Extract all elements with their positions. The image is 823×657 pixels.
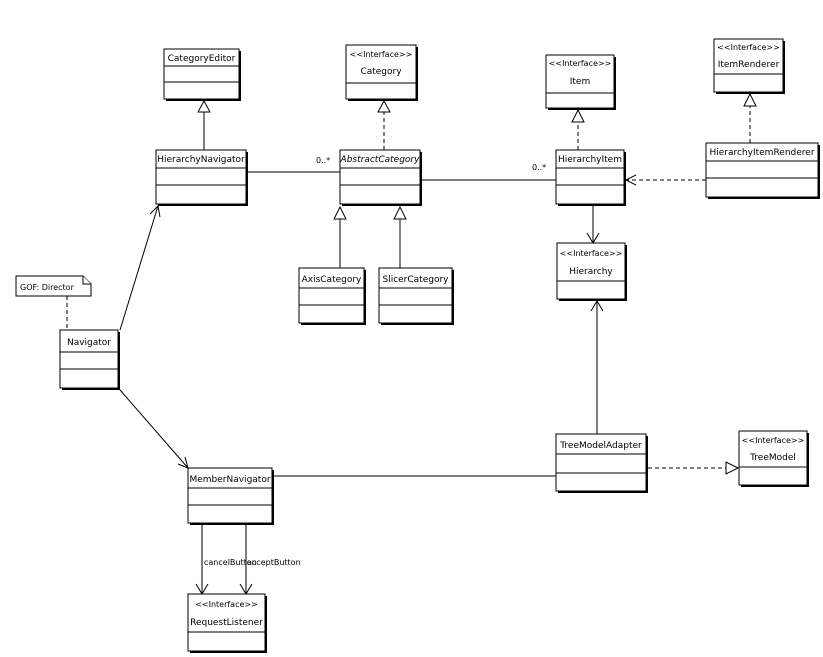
- class-name: SlicerCategory: [382, 275, 449, 285]
- class-name: MemberNavigator: [189, 475, 270, 485]
- edge-navigator-hierarchynavigator: [119, 205, 159, 331]
- realization-arrowhead: [571, 108, 585, 123]
- note-gof-director: GOF: Director: [15, 275, 92, 297]
- class-hierarchy-item-renderer[interactable]: HierarchyItemRenderer: [705, 142, 820, 199]
- class-hierarchy-navigator[interactable]: HierarchyNavigator: [155, 149, 248, 206]
- class-name: Hierarchy: [569, 267, 613, 277]
- interface-tree-model[interactable]: <<Interface>> TreeModel: [738, 430, 809, 487]
- interface-hierarchy[interactable]: <<Interface>> Hierarchy: [556, 242, 627, 301]
- stereotype: <<Interface>>: [560, 249, 623, 258]
- edges: [66, 92, 757, 595]
- class-name: Navigator: [67, 338, 111, 348]
- role-label-cancel-button: cancelButton: [204, 558, 257, 567]
- generalization-arrowhead: [197, 99, 211, 113]
- class-name: AbstractCategory: [340, 155, 421, 165]
- realization-arrowhead: [725, 461, 740, 475]
- class-name: CategoryEditor: [168, 54, 236, 64]
- realization-arrowhead: [377, 99, 391, 113]
- class-abstract-category[interactable]: AbstractCategory: [339, 149, 422, 206]
- class-category-editor[interactable]: CategoryEditor: [163, 48, 241, 101]
- class-name: HierarchyNavigator: [157, 155, 245, 165]
- class-name: AxisCategory: [302, 275, 362, 285]
- class-name: ItemRenderer: [718, 60, 780, 70]
- class-name: HierarchyItemRenderer: [709, 148, 814, 158]
- interface-category[interactable]: <<Interface>> Category: [345, 44, 418, 101]
- multiplicity-label: 0..*: [532, 163, 546, 172]
- class-navigator[interactable]: Navigator: [59, 329, 120, 390]
- stereotype: <<Interface>>: [717, 43, 780, 52]
- class-name: HierarchyItem: [558, 155, 622, 165]
- interface-item-renderer[interactable]: <<Interface>> ItemRenderer: [713, 38, 785, 94]
- stereotype: <<Interface>>: [549, 59, 612, 68]
- edge-navigator-membernavigator: [119, 389, 189, 469]
- interface-request-listener[interactable]: <<Interface>> RequestListener: [187, 593, 267, 653]
- edge-labels: 0..* 0..* cancelButton acceptButton: [204, 156, 546, 567]
- class-slicer-category[interactable]: SlicerCategory: [378, 267, 454, 325]
- class-name: RequestListener: [190, 618, 263, 628]
- multiplicity-label: 0..*: [316, 156, 330, 165]
- class-name: Category: [360, 67, 402, 77]
- class-hierarchy-item[interactable]: HierarchyItem: [555, 149, 626, 206]
- class-tree-model-adapter[interactable]: TreeModelAdapter: [555, 433, 648, 493]
- stereotype: <<Interface>>: [350, 50, 413, 59]
- generalization-arrowhead: [333, 205, 347, 220]
- class-axis-category[interactable]: AxisCategory: [298, 267, 366, 325]
- generalization-arrowhead: [393, 205, 407, 220]
- realization-arrowhead: [743, 92, 757, 107]
- class-name: TreeModelAdapter: [559, 441, 642, 451]
- class-name: TreeModel: [749, 453, 796, 463]
- stereotype: <<Interface>>: [742, 436, 805, 445]
- class-member-navigator[interactable]: MemberNavigator: [187, 467, 274, 525]
- note-text: GOF: Director: [20, 283, 75, 292]
- class-name: Item: [570, 77, 591, 87]
- stereotype: <<Interface>>: [195, 600, 258, 609]
- interface-item[interactable]: <<Interface>> Item: [545, 54, 616, 110]
- role-label-accept-button: acceptButton: [247, 558, 301, 567]
